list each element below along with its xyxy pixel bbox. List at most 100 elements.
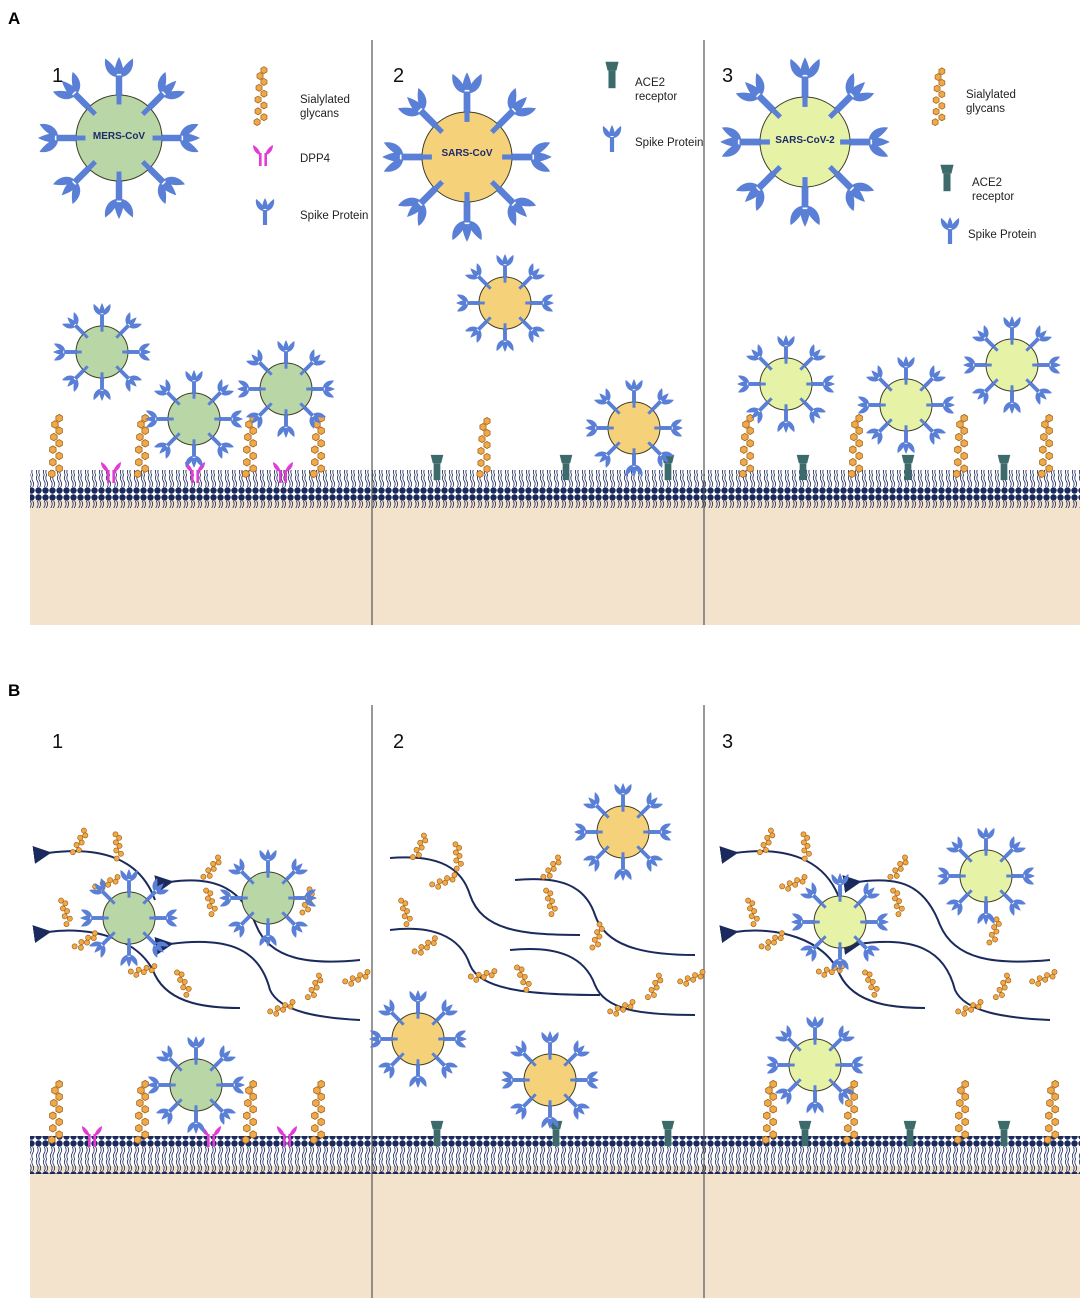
- spike-anchor: [299, 402, 306, 409]
- spike-anchor: [636, 845, 643, 852]
- spike-anchor: [432, 180, 444, 192]
- panel-a-section-1-number: 1: [52, 65, 63, 87]
- ace2-receptor-icon: [940, 164, 954, 192]
- spike-protein-icon: [777, 407, 795, 433]
- sialylated-glycan-icon: [253, 66, 268, 126]
- spike-protein-icon: [541, 1031, 559, 1057]
- spike-protein-icon: [187, 1108, 205, 1134]
- mers-cov-virion: [219, 849, 317, 947]
- sars-cov-2-virion: [937, 827, 1035, 925]
- spike-protein-icon: [573, 1071, 599, 1089]
- spike-anchor: [207, 399, 214, 406]
- mucin-strand: [509, 948, 696, 1016]
- spike-anchor: [431, 1019, 438, 1026]
- spike-anchor: [999, 856, 1006, 863]
- spike-anchor: [563, 1093, 570, 1100]
- sialylated-glycan-icon: [48, 414, 63, 478]
- spike-anchor: [432, 122, 444, 134]
- sars-cov-virion: [501, 1031, 599, 1129]
- spike-anchor: [518, 316, 525, 323]
- spike-anchor: [799, 364, 806, 371]
- sialylated-glycan-icon: [778, 870, 811, 896]
- spike-anchor: [281, 911, 288, 918]
- spike-protein-icon: [585, 419, 611, 437]
- spike-protein-icon: [219, 1076, 245, 1094]
- legend-a3-spike: Spike Protein: [968, 229, 1036, 241]
- spike-protein-icon: [1003, 388, 1021, 414]
- panel-a-section-3-number: 3: [722, 65, 733, 87]
- spike-protein-icon: [53, 343, 79, 361]
- sars-cov-virion: [574, 783, 672, 881]
- spike-protein-icon: [382, 142, 426, 172]
- spike-anchor: [828, 165, 840, 177]
- spike-anchor: [115, 332, 122, 339]
- sialylated-glycan-icon: [134, 1080, 149, 1144]
- sars-cov-2-virion: [737, 335, 835, 433]
- sialylated-glycan-icon: [858, 966, 884, 999]
- spike-protein-icon: [790, 57, 820, 101]
- mucin-strand: [389, 856, 581, 936]
- spike-anchor: [966, 856, 973, 863]
- spike-protein-icon: [831, 945, 849, 971]
- sialylated-glycan-icon: [48, 1080, 63, 1144]
- spike-protein-icon: [255, 198, 275, 225]
- sialylated-glycan-icon: [449, 840, 467, 873]
- spike-anchor: [799, 397, 806, 404]
- spike-anchor: [82, 365, 89, 372]
- spike-protein-icon: [963, 356, 989, 374]
- spike-protein-icon: [309, 380, 335, 398]
- spike-protein-icon: [937, 867, 963, 885]
- sars-cov-2-virion: [857, 356, 955, 454]
- spike-anchor: [176, 1065, 183, 1072]
- spike-anchor: [299, 369, 306, 376]
- sialylated-glycan-icon: [170, 966, 196, 999]
- mers-cov-virion: [53, 303, 151, 401]
- sialylated-glycan-icon: [539, 851, 565, 884]
- sialylated-glycan-icon: [588, 920, 606, 953]
- spike-protein-icon: [977, 899, 995, 925]
- spike-anchor: [770, 107, 782, 119]
- spike-anchor: [820, 902, 827, 909]
- spike-anchor: [115, 365, 122, 372]
- spike-anchor: [248, 911, 255, 918]
- ace2-receptor-icon: [605, 61, 619, 89]
- spike-protein-icon: [809, 375, 835, 393]
- spike-protein-icon: [496, 326, 514, 352]
- sialylated-glycan-icon: [886, 885, 908, 918]
- spike-protein-icon: [185, 442, 203, 468]
- spike-protein-icon: [409, 1062, 427, 1088]
- sars-cov-2-virion-large: [720, 57, 890, 227]
- spike-anchor: [795, 1045, 802, 1052]
- sars-cov-virion: [369, 990, 467, 1088]
- flow-arrow-icon: [842, 875, 1051, 963]
- spike-anchor: [820, 935, 827, 942]
- spike-protein-icon: [125, 343, 151, 361]
- sialylated-glycan-icon: [476, 417, 491, 478]
- spike-protein-icon: [217, 410, 243, 428]
- spike-protein-icon: [625, 451, 643, 477]
- spike-protein-icon: [541, 1103, 559, 1129]
- spike-protein-icon: [646, 823, 672, 841]
- spike-protein-icon: [259, 849, 277, 875]
- sialylated-glycan-icon: [953, 414, 968, 478]
- sialylated-glycan-icon: [69, 825, 91, 858]
- spike-protein-icon: [104, 56, 134, 99]
- spike-anchor: [603, 812, 610, 819]
- mers-cov-virion-large: [37, 56, 201, 220]
- legend-a1-dpp4: DPP4: [300, 153, 331, 165]
- legend-a1-spike: Spike Protein: [300, 210, 368, 222]
- spike-protein-icon: [456, 294, 482, 312]
- sialylated-glycan-icon: [762, 1080, 777, 1144]
- spike-anchor: [992, 378, 999, 385]
- spike-anchor: [142, 931, 149, 938]
- spike-anchor: [636, 812, 643, 819]
- spike-anchor: [966, 889, 973, 896]
- spike-protein-icon: [452, 72, 482, 116]
- sialylated-glycan-icon: [409, 830, 431, 863]
- sialylated-glycan-icon: [848, 414, 863, 478]
- spike-anchor: [209, 1098, 216, 1105]
- flow-arrow-icon: [32, 925, 241, 1009]
